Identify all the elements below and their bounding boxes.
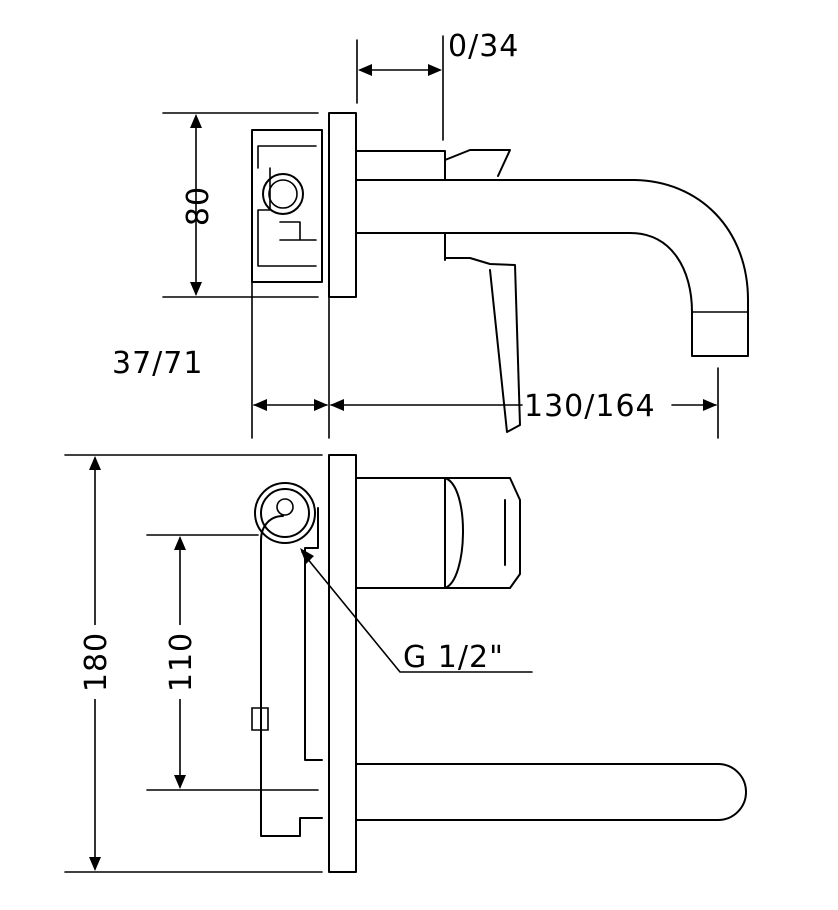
dim-height-top: 80 <box>162 112 319 298</box>
dim-inlet-spacing: 110 <box>146 534 319 791</box>
dim-total-height-label: 180 <box>79 632 114 692</box>
body-top-arc <box>260 515 284 541</box>
cover-plate-plan <box>328 454 357 873</box>
lever-plan <box>355 477 521 589</box>
thread-callout: G 1/2" <box>300 548 533 675</box>
box-inner-step <box>279 221 317 241</box>
lever <box>444 149 521 433</box>
concealed-box-outline <box>251 129 323 283</box>
inlet-plan-inner <box>276 498 294 516</box>
concealed-body-plan <box>260 507 323 837</box>
dim-spout-reach-label: 130/164 <box>524 389 656 424</box>
inlet-circle-outer <box>262 173 304 215</box>
cover-plate <box>328 112 357 298</box>
inlet-plan-mid <box>260 488 310 538</box>
dim-offset-top: 0/34 <box>356 29 519 141</box>
dim-total-height: 180 <box>64 454 323 873</box>
lever-plan-grip <box>444 477 506 589</box>
spout <box>355 179 749 357</box>
dim-offset-top-label: 0/34 <box>448 29 519 64</box>
body-tab <box>251 707 269 731</box>
top-view: 0/34 80 37/71 130/164 <box>112 29 749 439</box>
dim-spout-reach: 130/164 <box>330 367 719 439</box>
thread-label: G 1/2" <box>403 640 504 675</box>
handle-cylinder <box>355 150 446 261</box>
inlet-plan-outer <box>254 482 316 544</box>
bottom-view: G 1/2" 180 110 <box>64 454 747 873</box>
dim-height-top-label: 80 <box>181 186 216 226</box>
dim-depth-body: 37/71 <box>112 281 330 439</box>
dim-inlet-spacing-label: 110 <box>164 632 199 692</box>
dim-depth-body-label: 37/71 <box>112 346 203 381</box>
inlet-circle-inner <box>268 179 298 209</box>
spout-plan <box>355 763 747 821</box>
